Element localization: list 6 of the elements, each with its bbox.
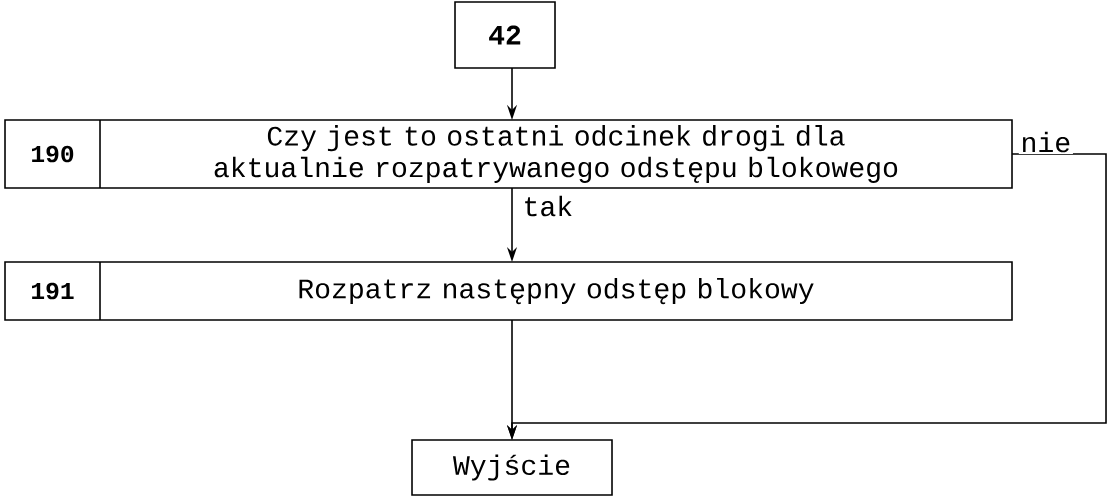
edge-label: tak xyxy=(525,195,572,217)
terminal-box: Wyjście xyxy=(411,439,613,496)
terminal-box: 42 xyxy=(454,1,556,69)
edge-label: nie xyxy=(1023,131,1070,153)
process-box: 190 Czy jest to ostatni odcinek drogi dla aktualnie rozpatrywanego odstępu blokowego xyxy=(4,119,1013,189)
process-box: 191 Rozpatrz następny odstęp blokowy xyxy=(4,261,1013,321)
